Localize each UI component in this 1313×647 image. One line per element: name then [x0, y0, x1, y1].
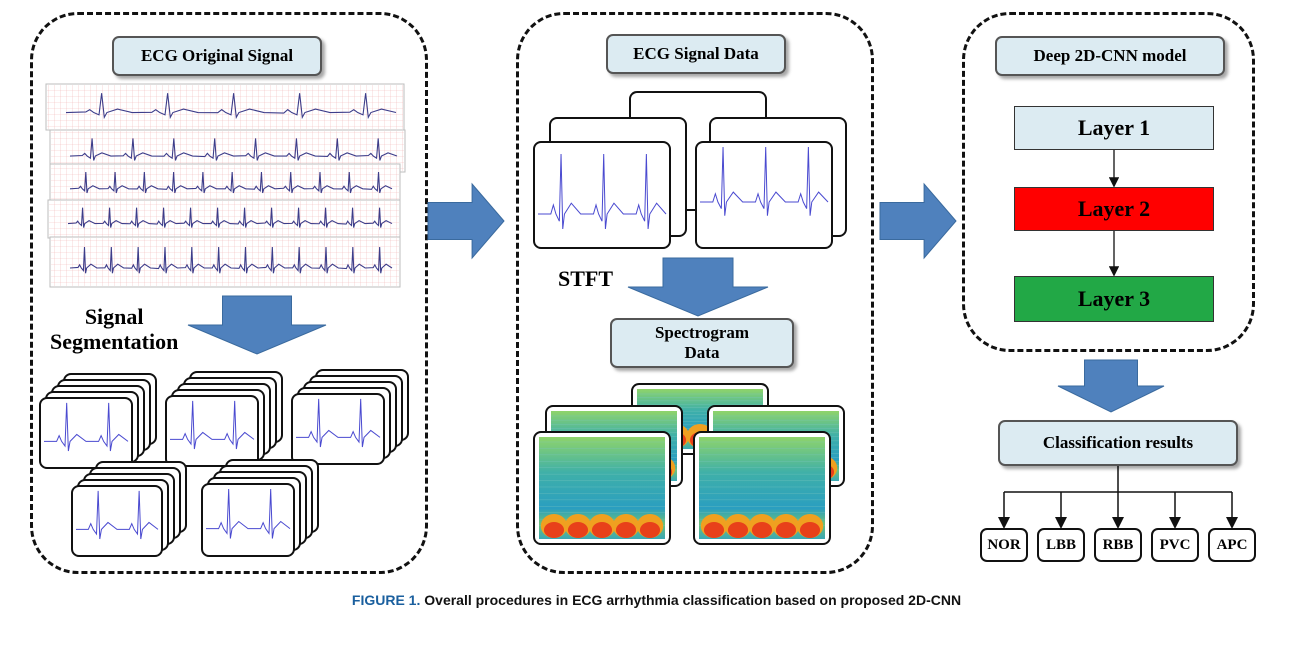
- segment-card: [201, 483, 295, 557]
- connector-lines: [998, 150, 1238, 529]
- ecg-strip-trace: [69, 246, 393, 274]
- arrow-to-cnn: [879, 182, 957, 260]
- spectrogram-energy-core: [591, 522, 613, 538]
- ecg-strip-trace: [67, 207, 393, 228]
- caption-figure-number: FIGURE 1.: [351, 592, 421, 608]
- stft-label: STFT: [558, 266, 614, 291]
- class-rbb: RBB: [1094, 528, 1142, 562]
- ecg-strip-trace: [65, 93, 397, 120]
- class-nor: NOR: [980, 528, 1028, 562]
- ecg-strip-grid: [47, 85, 403, 129]
- segment-card: [165, 395, 259, 467]
- class-lbb: LBB: [1037, 528, 1085, 562]
- spectrogram-energy-core: [639, 522, 661, 538]
- ecg-signal-cards: [533, 91, 847, 249]
- ecg-strip-trace: [69, 171, 393, 194]
- arrow-to-classification: [1057, 359, 1165, 413]
- arrow-to-signal-data: [427, 182, 505, 260]
- flow-arrows: [187, 182, 1165, 413]
- spectrogram-data-label: Spectrogram Data: [610, 318, 794, 368]
- segment-trace: [296, 398, 381, 448]
- segment-card: [291, 393, 385, 465]
- layer-2: Layer 2: [1014, 187, 1214, 231]
- spectrogram-energy-core: [775, 522, 797, 538]
- spectrogram-energy-core: [543, 522, 565, 538]
- cnn-model-panel: [962, 12, 1255, 352]
- ecg-data-card: [533, 141, 671, 249]
- class-pvc: PVC: [1151, 528, 1199, 562]
- segment-trace: [76, 490, 159, 540]
- ecg-data-trace: [700, 146, 829, 216]
- ecg-strip-trace: [69, 138, 398, 161]
- figure-caption: FIGURE 1. Overall procedures in ECG arrh…: [0, 592, 1313, 608]
- spectrogram-energy-core: [615, 522, 637, 538]
- ecg-strip-grid: [51, 165, 399, 203]
- segmentation-label: Signal Segmentation: [50, 304, 179, 354]
- ecg-strip-grid: [49, 201, 399, 237]
- spectrogram-energy-core: [751, 522, 773, 538]
- layer-1: Layer 1: [1014, 106, 1214, 150]
- layer-3: Layer 3: [1014, 276, 1214, 322]
- segment-card: [71, 485, 163, 557]
- classification-results-label: Classification results: [998, 420, 1238, 466]
- spectrogram-energy-core: [567, 522, 589, 538]
- ecg-strip-grid: [51, 238, 399, 286]
- segment-trace: [170, 400, 255, 450]
- original-signal-title: ECG Original Signal: [112, 36, 322, 76]
- ecg-original-strips: [45, 83, 406, 288]
- signal-data-panel: [516, 12, 874, 574]
- spectrogram-energy-core: [799, 522, 821, 538]
- segment-trace: [206, 489, 291, 539]
- segment-card: [39, 397, 133, 469]
- spectrogram-energy-core: [727, 522, 749, 538]
- spectrogram-cards: [533, 383, 845, 545]
- ecg-data-trace: [538, 153, 667, 230]
- original-signal-panel: [30, 12, 428, 574]
- signal-data-title: ECG Signal Data: [606, 34, 786, 74]
- segmented-beat-stacks: [39, 369, 409, 557]
- caption-text: Overall procedures in ECG arrhythmia cla…: [420, 592, 962, 608]
- segment-trace: [44, 402, 129, 452]
- arrow-segmentation: [187, 295, 327, 355]
- arrow-stft: [627, 257, 769, 317]
- class-apc: APC: [1208, 528, 1256, 562]
- spectrogram-energy-core: [703, 522, 725, 538]
- cnn-model-title: Deep 2D-CNN model: [995, 36, 1225, 76]
